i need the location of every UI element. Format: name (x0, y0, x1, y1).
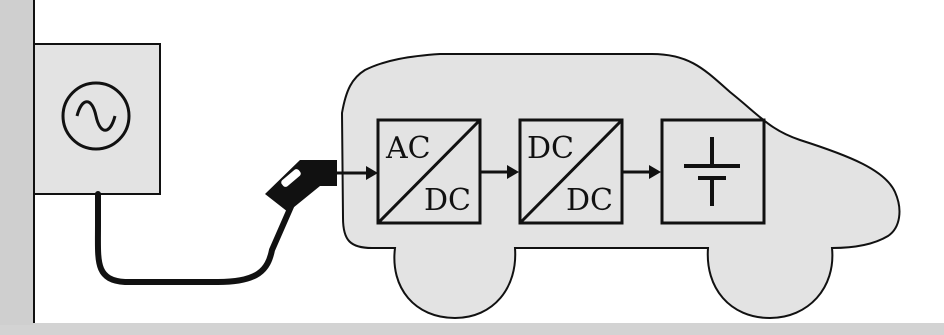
ac-dc-converter: AC DC (376, 118, 482, 225)
ac-outlet (33, 43, 161, 195)
dc-dc-input-label: DC (527, 131, 574, 166)
arrow-dcdc-to-battery (623, 165, 661, 179)
dc-dc-output-label: DC (566, 183, 613, 218)
ground (0, 323, 944, 335)
dc-dc-converter: DC DC (518, 118, 624, 225)
charging-plug (265, 160, 337, 212)
battery-icon (684, 137, 740, 206)
ac-sine-icon (61, 81, 131, 151)
wall (0, 0, 33, 325)
ac-dc-output-label: DC (424, 183, 471, 218)
battery (660, 118, 766, 225)
arrow-acdc-to-dcdc (481, 165, 519, 179)
charging-cable (94, 191, 296, 285)
ac-dc-input-label: AC (385, 131, 431, 166)
arrow-plug-to-acdc (337, 166, 378, 180)
